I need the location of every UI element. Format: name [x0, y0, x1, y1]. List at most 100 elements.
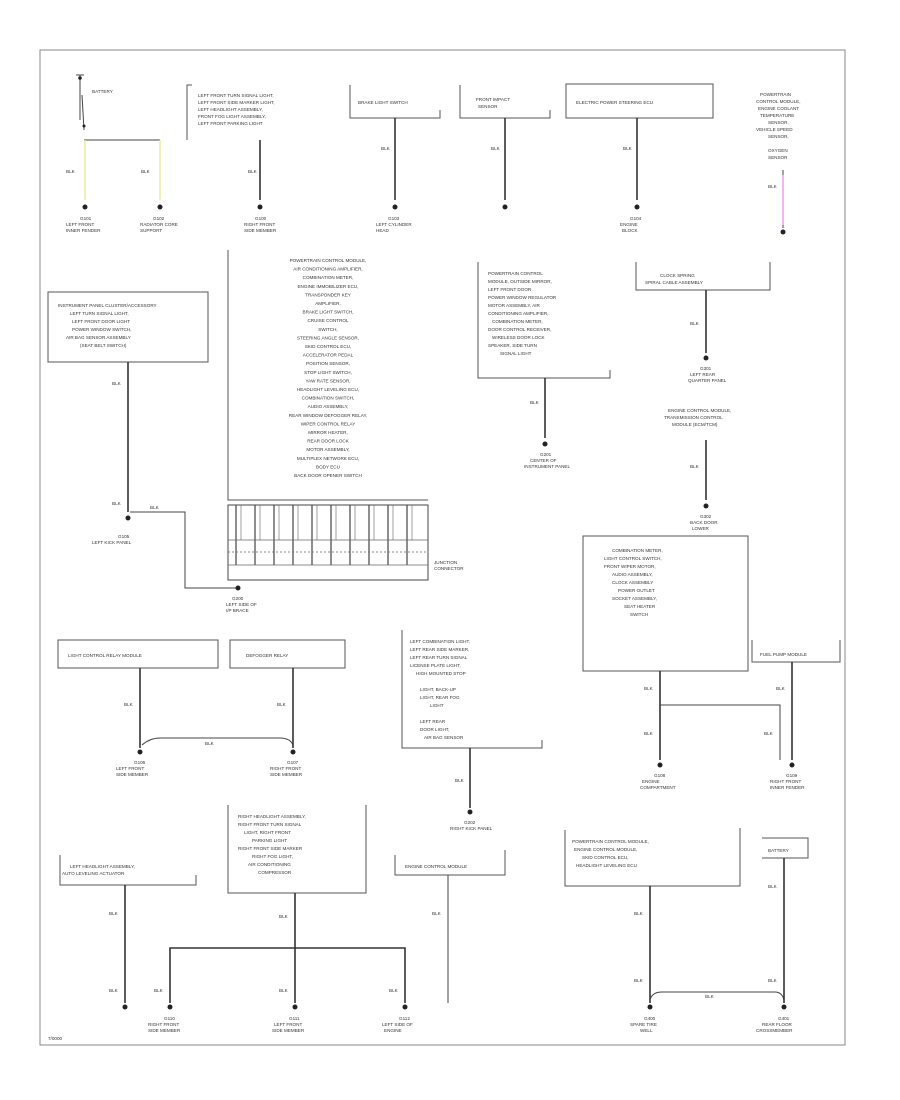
- wire-label: BLK: [112, 381, 122, 386]
- component-label-line: COMBINATION METER,: [303, 275, 354, 280]
- wire-label: BLK: [776, 686, 786, 691]
- component-label-line: SKID CONTROL ECU,: [305, 344, 352, 349]
- component-block: INSTRUMENT PANEL CLUSTER/ACCESSORY LEFT …: [47, 291, 238, 589]
- component-label: ENGINE CONTROL MODULE: [405, 864, 467, 869]
- component-label-line: ACCELERATOR PEDAL: [303, 353, 354, 358]
- ground-symbol-icon: [167, 1004, 173, 1010]
- component-block: POWERTRAIN CONTROL MODULE, ENGINE CONTRO…: [564, 828, 785, 1033]
- component-label-line: AMPLIFIER,: [315, 301, 341, 306]
- wire-label: BLK: [124, 702, 134, 707]
- component-block: ENGINE CONTROL MODULE,TRANSMISSION CONTR…: [664, 408, 731, 531]
- battery-label: BATTERY: [92, 89, 113, 94]
- component-label: FUEL PUMP MODULE: [760, 652, 807, 657]
- wire-label: BLK: [279, 988, 289, 993]
- ground-symbol-icon: [703, 503, 709, 509]
- component-label-line: COMBINATION SWITCH,: [302, 396, 355, 401]
- ground-symbol-icon: [290, 749, 296, 755]
- ground-symbol-icon: [647, 1004, 653, 1010]
- component-label: DEFOGGER RELAY: [246, 653, 288, 658]
- component-label-line: BACK DOOR OPENER SWITCH: [294, 473, 362, 478]
- wire-label: BLK: [277, 702, 287, 707]
- component-label-line: WIPER CONTROL RELAY: [301, 421, 356, 426]
- diagram-frame: [39, 49, 846, 1046]
- wire-label: BLK: [768, 184, 778, 189]
- component-label-line: STOP LIGHT SWITCH,: [304, 370, 352, 375]
- wire-label: BLK: [154, 988, 164, 993]
- ground-symbol-icon: [157, 204, 163, 210]
- wire-label: BLK: [455, 778, 465, 783]
- ground-symbol-icon: [467, 809, 473, 815]
- ground-symbol-icon: [137, 749, 143, 755]
- component-label: POWERTRAIN CONTROL MODULE, OUTSIDE MIRRO…: [488, 271, 558, 356]
- wire-label: BLK: [381, 146, 391, 151]
- component-label-line: POWERTRAIN CONTROL MODULE,: [290, 258, 367, 263]
- component-block: POWERTRAIN CONTROL MODULE, AIR CONDITIONI…: [226, 250, 464, 613]
- component-label-line: AIR CONDITIONING AMPLIFIER,: [293, 267, 362, 272]
- junction-connector: [227, 504, 429, 581]
- component-label: POWERTRAIN CONTROL MODULE, ENGINE CONTRO…: [572, 839, 650, 868]
- component-label: POWERTRAIN CONTROL MODULE, ENGINE COOLAN…: [756, 92, 802, 160]
- component-label-line: BRAKE LIGHT SWITCH,: [303, 310, 354, 315]
- wire-label: BLK: [109, 911, 119, 916]
- wire-label: BLK: [644, 731, 654, 736]
- ground-symbol-icon: [402, 1004, 408, 1010]
- component-block: COMBINATION METER, LIGHT CONTROL SWITCH,…: [582, 535, 781, 790]
- component-label: LIGHT CONTROL RELAY MODULE: [68, 653, 142, 658]
- component-label-line: CRUISE CONTROL: [307, 318, 349, 323]
- ground-symbol-icon: [789, 762, 795, 768]
- component-block: POWERTRAIN CONTROL MODULE, ENGINE COOLAN…: [756, 92, 802, 235]
- component-label: LEFT HEADLIGHT ASSEMBLY,AUTO LEVELING AC…: [62, 864, 135, 876]
- component-label: BATTERY: [768, 848, 789, 853]
- wire-label: BLK: [768, 884, 778, 889]
- ground-symbol-icon: [703, 355, 709, 361]
- ground-symbol-icon: [82, 204, 88, 210]
- component-label-line: SWITCH,: [318, 327, 337, 332]
- wire-label: BLK: [491, 146, 501, 151]
- component-label-line: STEERING ANGLE SENSOR,: [297, 335, 359, 340]
- component-block: LEFT FRONT TURN SIGNAL LIGHT, LEFT FRONT…: [186, 84, 277, 233]
- wire-label: BLK: [530, 400, 540, 405]
- wire-label: BLK: [644, 686, 654, 691]
- component-label: ENGINE CONTROL MODULE,TRANSMISSION CONTR…: [664, 408, 731, 427]
- ground-symbol-icon: [125, 515, 131, 521]
- wire-label: BLK: [690, 464, 700, 469]
- component-label-line: YAW RATE SENSOR,: [305, 378, 350, 383]
- component-label: LEFT FRONT TURN SIGNAL LIGHT, LEFT FRONT…: [198, 93, 276, 126]
- wire-label: BLK: [248, 169, 258, 174]
- wire-label: BLK: [705, 994, 715, 999]
- junction-pins: [228, 505, 428, 566]
- ground-symbol-icon: [781, 1004, 787, 1010]
- component-label: INSTRUMENT PANEL CLUSTER/ACCESSORY LEFT …: [58, 303, 158, 348]
- page-number: 7/0000: [48, 1036, 62, 1041]
- component-label-line: REAR WINDOW DEFOGGER RELAY,: [289, 413, 367, 418]
- component-label-line: MIRROR HEATER,: [308, 430, 347, 435]
- wire-label: BLK: [205, 741, 215, 746]
- wire-label: BLK: [634, 911, 644, 916]
- battery-terminal-icon: [78, 76, 82, 80]
